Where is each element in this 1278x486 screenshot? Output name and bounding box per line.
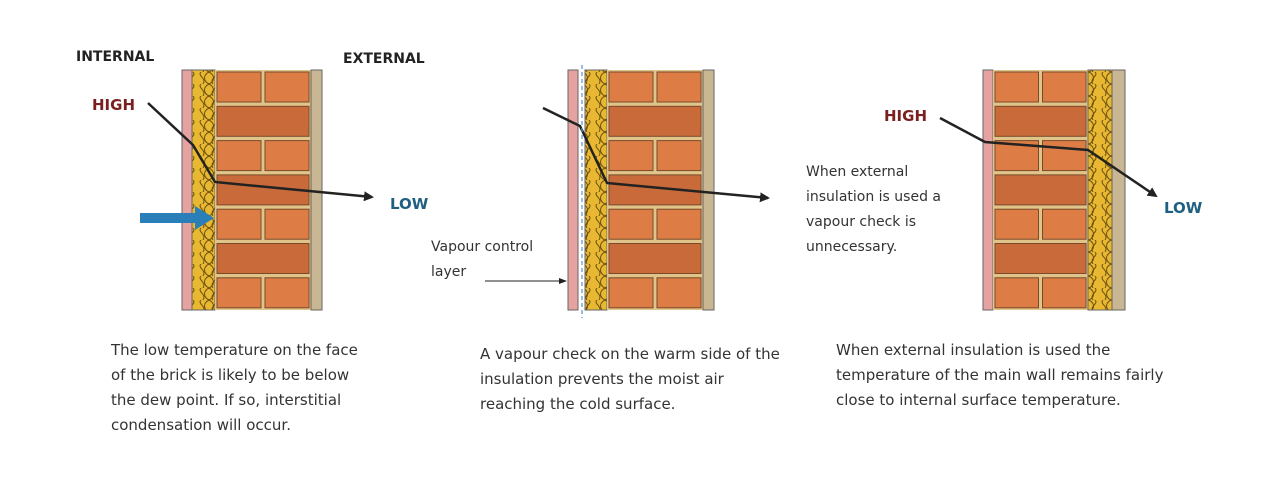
temperature-gradient-line-1 xyxy=(147,102,374,202)
brick xyxy=(994,277,1039,309)
brick xyxy=(1042,277,1087,309)
temperature-gradient-line-2 xyxy=(542,106,770,203)
brick xyxy=(656,71,702,103)
brick xyxy=(994,71,1039,103)
brick xyxy=(608,208,654,240)
render-layer xyxy=(702,69,715,311)
condensation-arrow-icon xyxy=(140,206,214,230)
high-label-3: HIGH xyxy=(884,107,928,125)
brick xyxy=(1042,140,1087,172)
brick xyxy=(608,140,654,172)
brick xyxy=(264,140,310,172)
brick xyxy=(1042,71,1087,103)
external-insulation-note: When external insulation is used a vapou… xyxy=(806,164,941,255)
high-label-1: HIGH xyxy=(92,96,136,114)
caption-1: The low temperature on the face of the b… xyxy=(111,341,358,434)
low-label-1: LOW xyxy=(390,195,429,213)
brick xyxy=(656,208,702,240)
vapour-control-label: Vapour control layer xyxy=(431,239,534,280)
insulation-layer xyxy=(191,69,216,311)
brick xyxy=(656,277,702,309)
brick xyxy=(608,71,654,103)
low-label-3: LOW xyxy=(1164,199,1203,217)
insulation-layer xyxy=(584,69,608,311)
brick xyxy=(994,243,1087,274)
plaster-layer xyxy=(181,69,193,311)
brick xyxy=(994,174,1087,206)
brick xyxy=(216,174,310,206)
brick xyxy=(608,243,702,274)
external-label: EXTERNAL xyxy=(343,51,425,67)
internal-label: INTERNAL xyxy=(76,49,155,65)
brick xyxy=(216,71,262,103)
brick xyxy=(608,277,654,309)
brick xyxy=(1042,208,1087,240)
render-layer xyxy=(1111,69,1126,311)
render-layer xyxy=(310,69,323,311)
brick xyxy=(656,140,702,172)
brick xyxy=(216,208,262,240)
brick xyxy=(216,105,310,137)
plaster-layer xyxy=(982,69,994,311)
brick xyxy=(216,140,262,172)
plaster-layer xyxy=(567,69,579,311)
brick xyxy=(994,208,1039,240)
brick xyxy=(264,71,310,103)
brick xyxy=(994,105,1087,137)
brick xyxy=(264,208,310,240)
brick xyxy=(608,105,702,137)
brick xyxy=(216,277,262,309)
brick xyxy=(216,243,310,274)
temperature-gradient-line-3 xyxy=(939,116,1158,198)
brick xyxy=(264,277,310,309)
insulation-layer xyxy=(1087,69,1113,311)
caption-2: A vapour check on the warm side of the i… xyxy=(480,345,780,413)
caption-3: When external insulation is used the tem… xyxy=(836,341,1164,409)
